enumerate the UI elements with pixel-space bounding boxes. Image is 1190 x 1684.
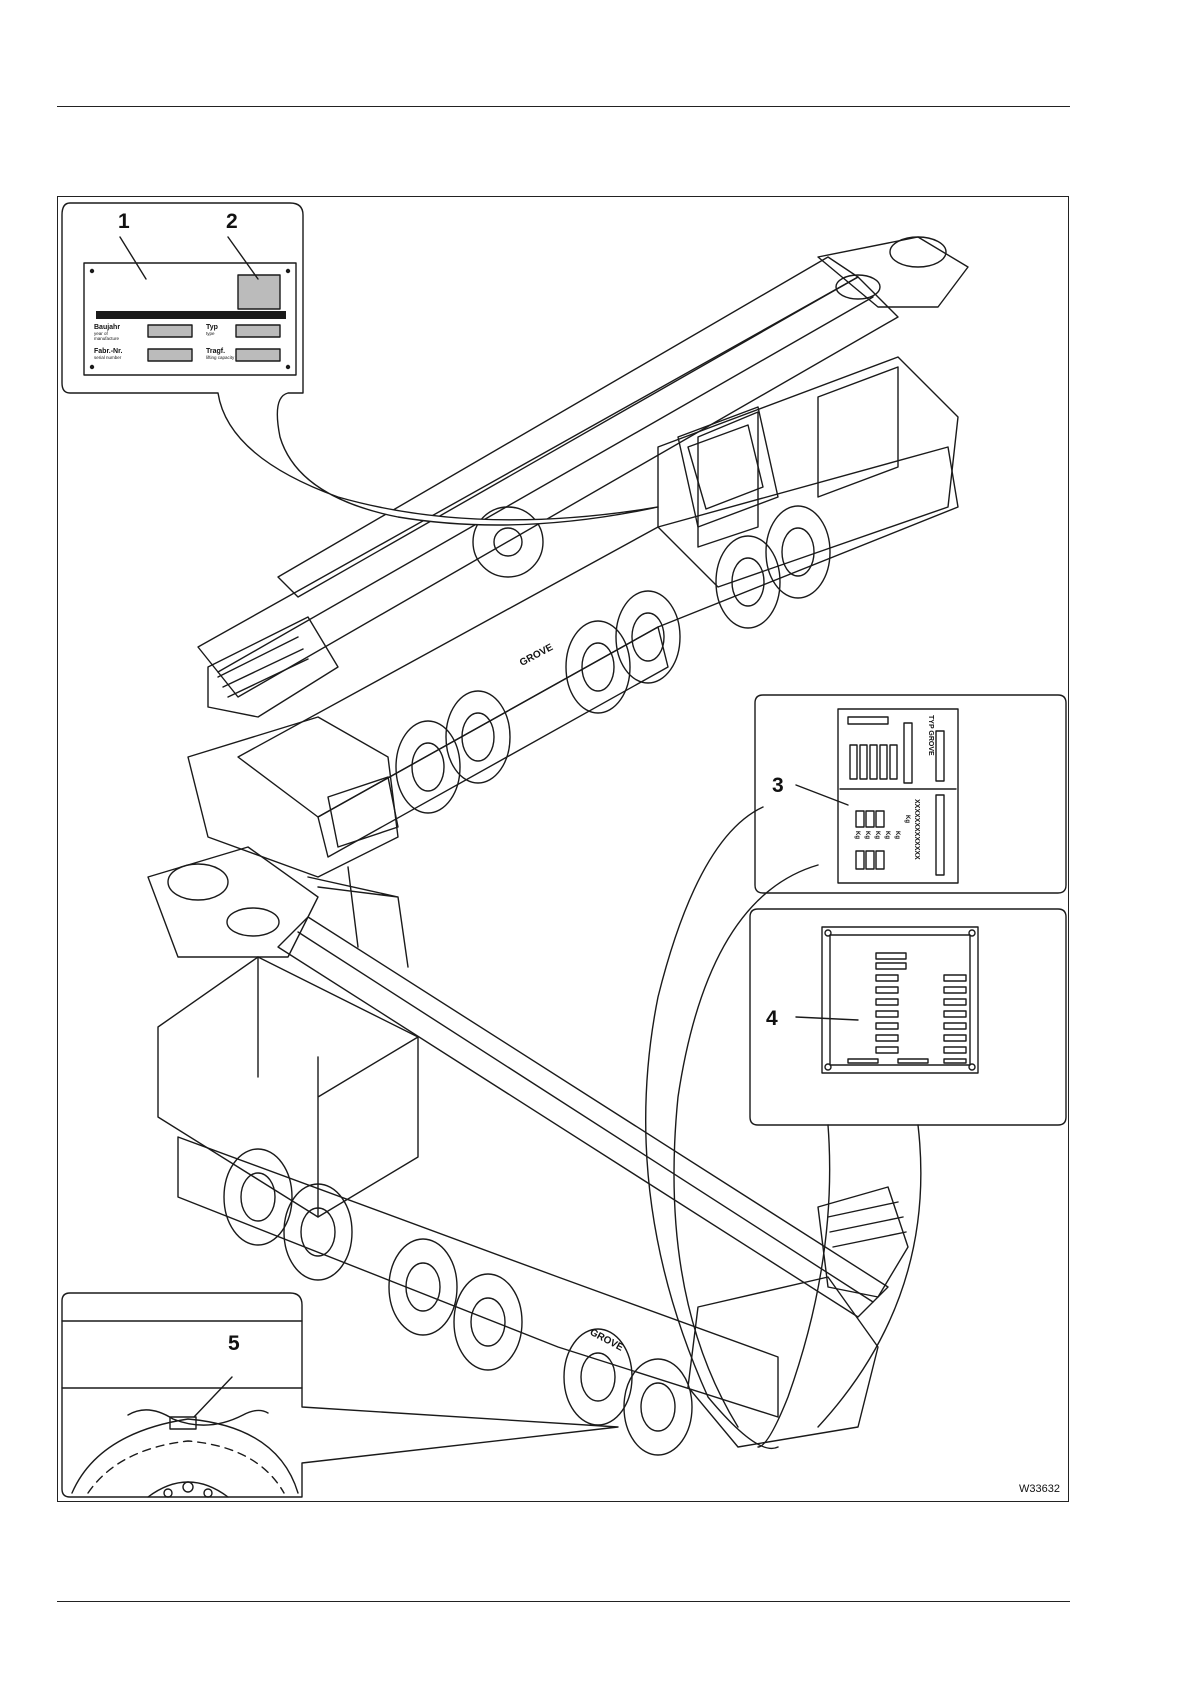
plate1-type-label: Typ [206,324,218,331]
figure-id: W33632 [1019,1483,1060,1495]
plate1-serial-sub: serial number [94,356,121,361]
callout-3: 3 [772,775,784,796]
plate1-year-sub: year of manufacture [94,332,134,341]
plate3-code: XXXXXXXXXXXXX [913,799,920,860]
plate1-serial-label: Fabr.-Nr. [94,348,122,355]
plate3-unit-1: Kg [904,815,910,823]
plate1-capacity-sub: lifting capacity [206,356,234,361]
plate3-unit-4: Kg [874,831,880,839]
footer-rule [57,1601,1070,1602]
callout-5: 5 [228,1333,240,1354]
callout-4: 4 [766,1008,778,1029]
header-rule [57,106,1070,107]
callout-1: 1 [118,211,130,232]
crane-label-figure: 1 2 3 4 5 Baujahr year of manufacture Ty… [57,196,1069,1502]
plate1-type-sub: type [206,332,215,337]
plate-4 [822,927,978,1073]
plate1-year-label: Baujahr [94,324,120,331]
callout-2: 2 [226,211,238,232]
callout-box-5 [62,1293,618,1497]
plate3-unit-2: Kg [894,831,900,839]
plate1-capacity-label: Tragf. [206,348,225,355]
plate3-unit-5: Kg [864,831,870,839]
plate3-header: TYP GROVE [927,715,934,756]
plate3-unit-6: Kg [854,831,860,839]
plate3-unit-3: Kg [884,831,890,839]
